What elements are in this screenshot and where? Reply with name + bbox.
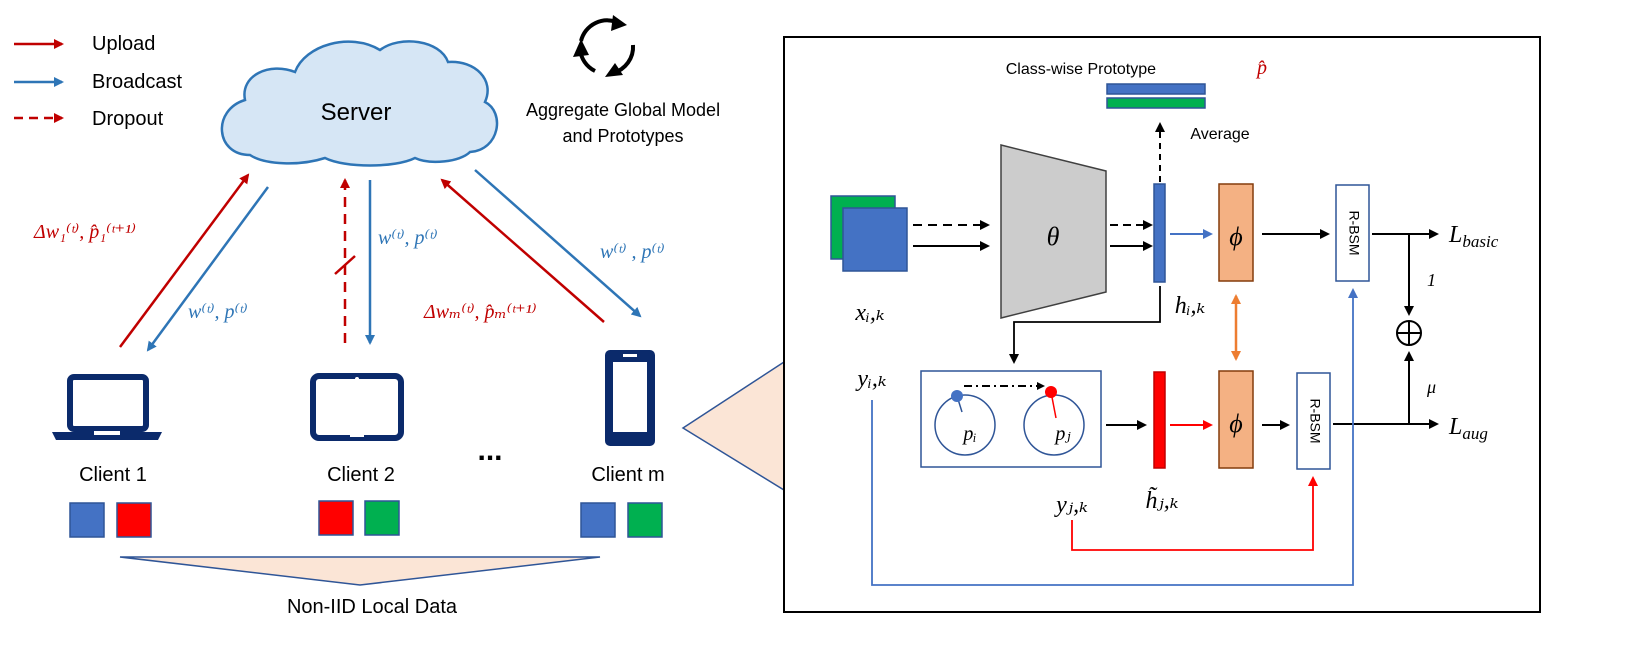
rbsm-top-box bbox=[1335, 184, 1370, 282]
aggregate-label-line1: Aggregate Global Model bbox=[526, 100, 720, 120]
upload-legend-label: Upload bbox=[92, 33, 155, 55]
client1-upload-arrow bbox=[118, 173, 250, 348]
server-cloud: Server bbox=[220, 40, 499, 167]
weight-mu-label: μ bbox=[1426, 377, 1436, 397]
aggregate-cycle-icon bbox=[573, 15, 636, 77]
client2-label: Client 2 bbox=[327, 464, 395, 486]
rbsm-bottom-label: R-BSM bbox=[1307, 398, 1323, 443]
client2-broadcast-label: w⁽ᵗ⁾, p⁽ᵗ⁾ bbox=[378, 227, 438, 249]
local-data-label: Non-IID Local Data bbox=[287, 596, 458, 618]
p-j-point bbox=[1045, 386, 1057, 398]
classifier-phi-bottom bbox=[1218, 370, 1254, 469]
x-ik-label: xᵢ,ₖ bbox=[854, 300, 884, 326]
server-label: Server bbox=[321, 99, 392, 126]
encoder-theta bbox=[1000, 144, 1107, 319]
legend: Upload Broadcast Dropout bbox=[14, 33, 182, 130]
client2-data-green bbox=[364, 500, 400, 536]
dropout-legend-label: Dropout bbox=[92, 108, 164, 130]
clients-ellipsis: ... bbox=[477, 434, 502, 467]
h-ik-label: hᵢ,ₖ bbox=[1175, 293, 1206, 319]
local-data-wedge bbox=[119, 556, 601, 586]
laptop-icon bbox=[52, 374, 162, 440]
rbsm-top-label: R-BSM bbox=[1346, 210, 1362, 255]
feature-to-augment-arrow bbox=[1009, 286, 1161, 364]
p-i-label: pᵢ bbox=[961, 423, 976, 445]
tablet-icon bbox=[310, 373, 404, 441]
p-i-point bbox=[951, 390, 963, 402]
client1-data-red bbox=[116, 502, 152, 538]
y-ik-to-rbsm-arrow bbox=[871, 288, 1358, 586]
prototype-symbol: p̂ bbox=[1255, 57, 1267, 79]
client1-data-blue bbox=[69, 502, 105, 538]
prototype-title: Class-wise Prototype bbox=[1006, 61, 1156, 78]
clientm-data-blue bbox=[580, 502, 616, 538]
y-ik-label: yᵢ,ₖ bbox=[855, 366, 886, 392]
phi-bottom-label: ϕ bbox=[1229, 409, 1242, 438]
clientm-arrows bbox=[440, 169, 642, 323]
client1-upload-label: Δw₁⁽ᵗ⁾, p̂₁⁽ᵗ⁺¹⁾ bbox=[33, 221, 136, 243]
phi-top-label: ϕ bbox=[1229, 222, 1242, 251]
cloud-shape bbox=[220, 40, 499, 167]
aggregate-label-line2: and Prototypes bbox=[562, 126, 683, 146]
y-jk-to-rbsm-arrow bbox=[1071, 476, 1318, 551]
broadcast-legend-label: Broadcast bbox=[92, 71, 182, 93]
clientm-broadcast-arrow bbox=[474, 169, 642, 318]
clientm-data-green bbox=[627, 502, 663, 538]
client2-dropout-slash bbox=[334, 255, 356, 275]
rbsm-bottom-box bbox=[1296, 372, 1331, 470]
detail-panel bbox=[783, 36, 1541, 613]
clientm-broadcast-label: w⁽ᵗ⁾ , p⁽ᵗ⁾ bbox=[600, 241, 665, 263]
p-j-label: pⱼ bbox=[1053, 423, 1071, 445]
weight-one-label: 1 bbox=[1427, 270, 1436, 290]
phone-icon bbox=[605, 350, 655, 446]
prototype-augment-box bbox=[920, 370, 1102, 468]
input-image-blue bbox=[842, 207, 908, 272]
prototype-bar-green bbox=[1106, 97, 1206, 109]
client2-data-red bbox=[318, 500, 354, 536]
y-jk-label: yⱼ,ₖ bbox=[1054, 492, 1088, 518]
classifier-phi-top bbox=[1218, 183, 1254, 282]
average-label: Average bbox=[1190, 126, 1249, 143]
class-i-circle bbox=[934, 394, 996, 456]
client1-arrows bbox=[118, 173, 270, 352]
zoom-wedge bbox=[681, 360, 785, 492]
aug-feature-h-jk bbox=[1153, 371, 1166, 469]
clientm-label: Client m bbox=[591, 464, 664, 486]
feature-h-ik bbox=[1153, 183, 1166, 283]
client1-broadcast-arrow bbox=[146, 186, 270, 352]
client1-broadcast-label: w⁽ᵗ⁾, p⁽ᵗ⁾ bbox=[188, 301, 248, 323]
theta-label: θ bbox=[1047, 222, 1060, 251]
client1-label: Client 1 bbox=[79, 464, 147, 486]
clientm-upload-label: Δwₘ⁽ᵗ⁾, p̂ₘ⁽ᵗ⁺¹⁾ bbox=[423, 301, 537, 323]
client2-arrows bbox=[334, 178, 375, 345]
prototype-bar-blue bbox=[1106, 83, 1206, 95]
h-tilde-jk-label: h̃ⱼ,ₖ bbox=[1145, 486, 1178, 514]
clientm-upload-arrow bbox=[440, 178, 605, 323]
